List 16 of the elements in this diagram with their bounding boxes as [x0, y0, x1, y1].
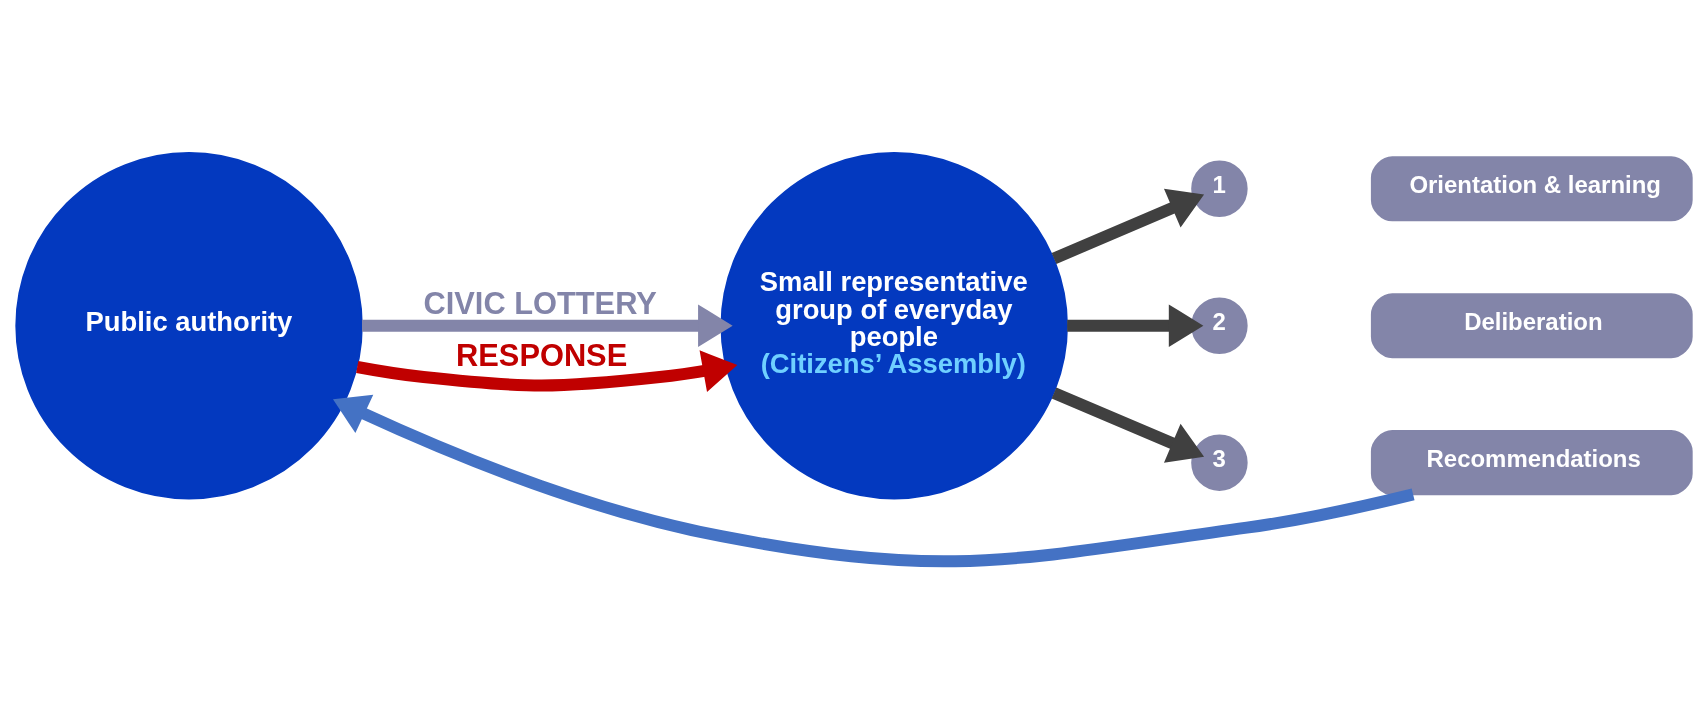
arrow: [362, 304, 733, 347]
node-box: Orientation & learning: [1370, 155, 1693, 221]
arrow: [356, 349, 738, 392]
node-circle: Small representative group of everyday people (Citizens’ Assembly): [720, 151, 1068, 499]
node-circle: 1: [1191, 160, 1248, 217]
node-box: Deliberation: [1370, 292, 1693, 358]
edge-label: CIVIC LOTTERY: [423, 285, 657, 321]
node-circle: 2: [1191, 296, 1248, 354]
node-box: Recommendations: [1370, 429, 1693, 495]
arrow: [1067, 304, 1204, 347]
arrow: [1051, 188, 1205, 264]
node-circle: Public authority: [15, 151, 363, 499]
node-circle: 3: [1191, 433, 1248, 491]
arrow: [332, 394, 1415, 567]
arrow: [1051, 386, 1205, 463]
edge-label: RESPONSE: [456, 337, 628, 373]
